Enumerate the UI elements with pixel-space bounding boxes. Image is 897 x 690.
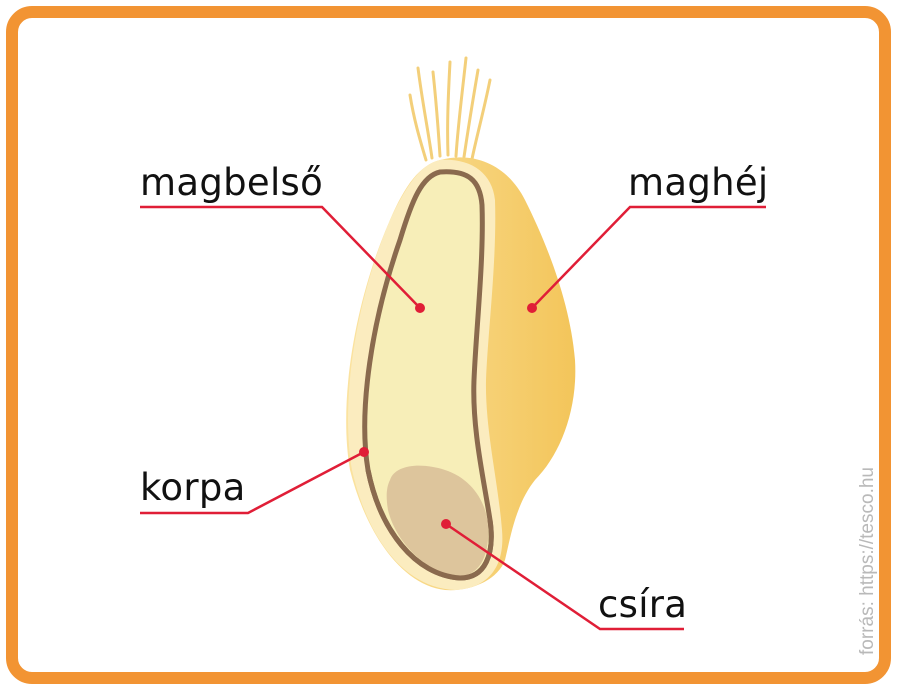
source-credit: forrás: https://tesco.hu: [857, 467, 878, 655]
dot-endosperm: [415, 303, 425, 313]
label-husk: maghéj: [628, 161, 769, 204]
label-germ: csíra: [598, 583, 687, 626]
grain-brush-hairs: [410, 58, 490, 160]
leader-line-husk: [532, 207, 766, 308]
dot-husk: [527, 303, 537, 313]
dot-germ: [441, 519, 451, 529]
dot-bran: [359, 447, 369, 457]
label-bran: korpa: [140, 466, 246, 509]
label-endosperm: magbelső: [140, 161, 323, 204]
